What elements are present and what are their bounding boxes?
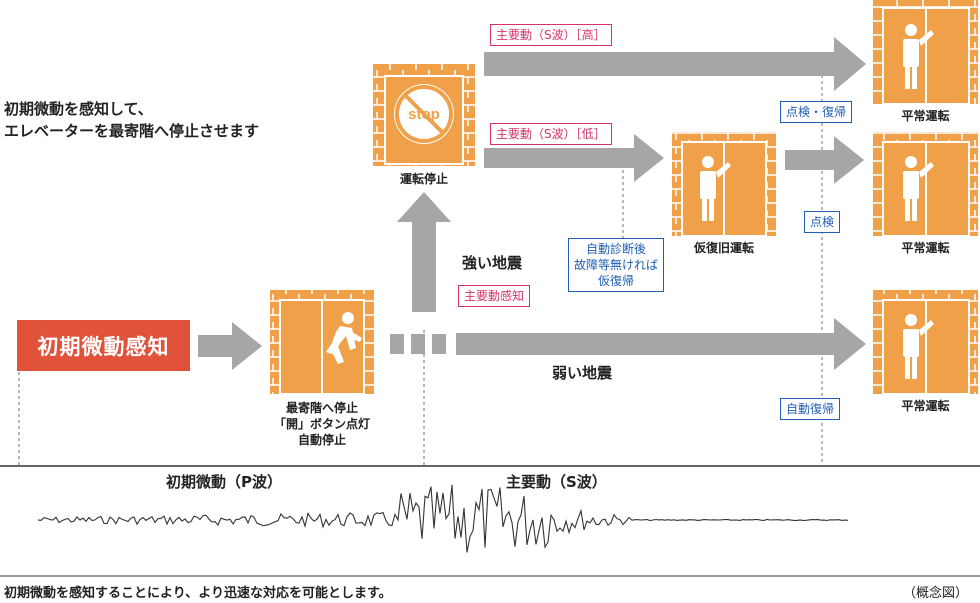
arrow-to-nearest-stop [198,322,262,370]
weak-quake-label: 弱い地震 [552,364,613,382]
stop-sign-text: stop [408,106,440,123]
arrow-temp-to-normal [785,136,864,184]
main-low-label: 主要動（S波）［低］ [490,123,612,145]
elevator-normal-3-icon [873,290,978,395]
auto-restore-label: 自動復帰 [780,398,841,420]
self-diag-line-3: 仮復帰 [598,274,635,288]
seismic-waveform [37,484,849,553]
arrow-weak-quake [456,318,866,370]
gap-square-1 [390,334,404,354]
self-diagnosis-label: 自動診断後 故障等無ければ 仮復帰 [568,238,665,292]
gap-square-3 [432,334,446,354]
footer-text: 初期微動を感知することにより、より迅速な対応を可能とします。 [4,586,392,601]
normal-1-caption: 平常運転 [901,109,950,123]
arrow-strong-quake-up [397,192,451,312]
main-detect-label: 主要動感知 [458,285,531,307]
elevator-normal-1-icon [873,0,978,105]
nearest-stop-caption: 最寄階へ停止 「開」ボタン点灯 自動停止 [270,400,374,448]
p-wave-label: 初期微動（P波） [166,473,282,491]
temp-restore-caption: 仮復旧運転 [693,241,754,255]
main-high-label: 主要動（S波）［高］ [490,24,612,46]
nearest-stop-line-1: 最寄階へ停止 [285,401,358,415]
initial-detect-box: 初期微動感知 [17,320,190,371]
self-diag-line-1: 自動診断後 [586,242,647,256]
elevator-temp-restore-icon [672,132,776,237]
normal-2-caption: 平常運転 [901,241,950,255]
elevator-nearest-stop-icon [270,290,374,395]
nearest-stop-line-2: 「開」ボタン点灯 [273,417,370,431]
intro-text: 初期微動を感知して、 エレベーターを最寄階へ停止させます [4,98,259,142]
elevator-normal-2-icon [873,132,978,237]
inspect-label: 点検 [804,211,841,233]
strong-quake-label: 強い地震 [462,254,523,272]
inspect-restore-label: 点検・復帰 [780,101,853,123]
self-diag-line-2: 故障等無ければ [574,258,659,272]
intro-line-1: 初期微動を感知して、 [4,100,153,118]
concept-note: （概念図） [902,586,968,601]
gap-square-2 [411,334,425,354]
intro-line-2: エレベーターを最寄階へ停止させます [4,122,260,140]
flow-arrows [198,37,866,370]
elevator-operation-stop-icon: stop [373,64,475,166]
arrow-main-low [484,134,664,182]
arrow-main-high [484,37,866,91]
nearest-stop-line-3: 自動停止 [297,433,346,447]
operation-stop-caption: 運転停止 [399,172,448,186]
s-wave-label: 主要動（S波） [506,473,607,491]
normal-3-caption: 平常運転 [901,399,950,413]
